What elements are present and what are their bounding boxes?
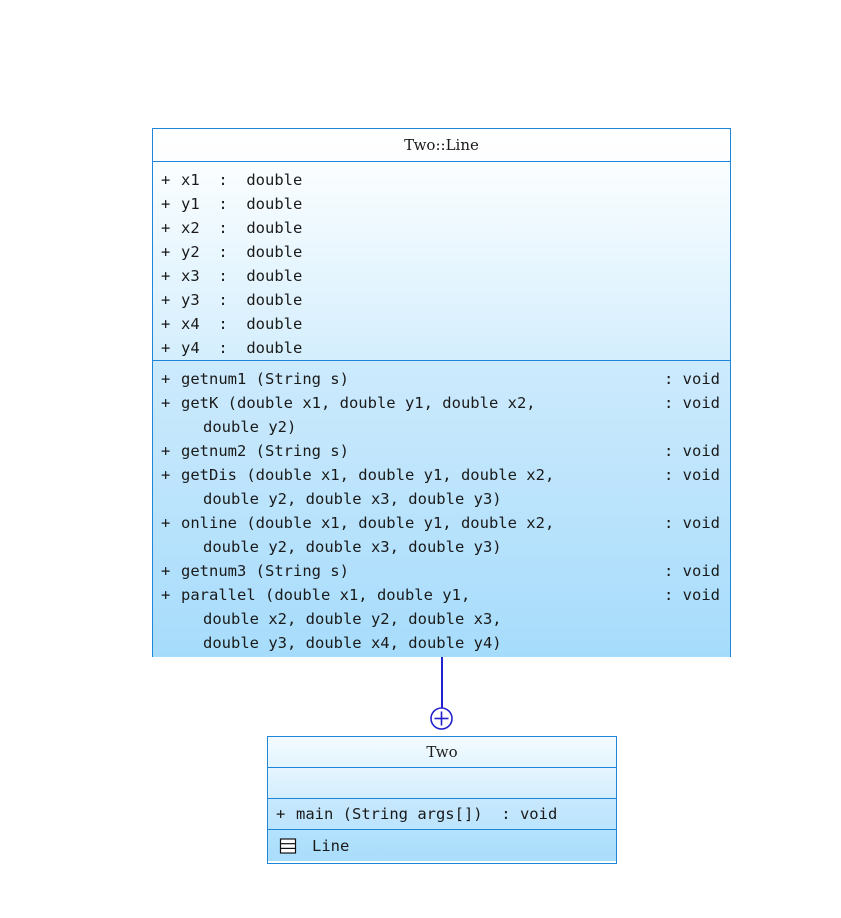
method-signature-continuation: double x2, double y2, double x3,	[203, 610, 502, 628]
method-signature-continuation: double y2)	[203, 418, 297, 436]
method-signature-continuation: double y3, double x4, double y4)	[203, 634, 502, 652]
method-row[interactable]: + parallel (double x1, double y1,double x…	[153, 583, 730, 655]
method-return-type: : void	[664, 442, 720, 460]
class-box-line[interactable]: Two::Line +x1 : double+y1 : double+x2 : …	[152, 128, 731, 657]
attribute-row[interactable]: + x4 : double	[153, 312, 730, 336]
containment-connector-line	[441, 657, 443, 710]
visibility-marker: +	[161, 291, 171, 309]
visibility-marker: +	[161, 514, 171, 532]
visibility-marker: +	[161, 339, 171, 357]
method-row[interactable]: + getnum1 (String s) : void	[153, 367, 730, 391]
attribute-signature: x3 : double	[181, 267, 303, 285]
nested-classes-compartment-two[interactable]: Line	[268, 829, 616, 861]
method-signature-continuation: double y2, double x3, double y3)	[203, 538, 502, 556]
method-signature: main (String args[]) : void	[296, 805, 558, 823]
visibility-marker: +	[161, 267, 171, 285]
attribute-signature: y1 : double	[181, 195, 303, 213]
attribute-row[interactable]: + x2 : double	[153, 216, 730, 240]
visibility-marker: +	[161, 315, 171, 333]
method-return-type: : void	[664, 562, 720, 580]
attribute-row[interactable]: + x1 : double	[153, 168, 730, 192]
visibility-marker: +	[161, 586, 171, 604]
methods-compartment-line: + getnum1 (String s) : void + getK (double x…	[153, 360, 730, 657]
class-title-line: Two::Line	[153, 129, 730, 162]
attribute-signature: y2 : double	[181, 243, 303, 261]
method-signature: getK (double x1, double y1, double x2,do…	[181, 391, 656, 439]
class-box-two[interactable]: Two + main (String args[]) : void Line	[267, 736, 617, 864]
attribute-signature: x2 : double	[181, 219, 303, 237]
method-return-type: : void	[664, 394, 720, 412]
containment-plus-circle-icon	[430, 707, 453, 730]
method-signature-continuation: double y2, double x3, double y3)	[203, 490, 502, 508]
method-return-type: : void	[664, 514, 720, 532]
visibility-marker: +	[161, 394, 171, 412]
method-row[interactable]: + getnum3 (String s) : void	[153, 559, 730, 583]
method-row[interactable]: + getDis (double x1, double y1, double x2…	[153, 463, 730, 511]
method-return-type: : void	[664, 586, 720, 604]
visibility-marker: +	[161, 219, 171, 237]
methods-compartment-two: + main (String args[]) : void	[268, 798, 616, 829]
attributes-compartment-two	[268, 768, 616, 798]
visibility-marker: +	[161, 562, 171, 580]
method-signature: parallel (double x1, double y1,double x2…	[181, 583, 656, 655]
method-signature: online (double x1, double y1, double x2,…	[181, 511, 656, 559]
nested-class-label-line: Line	[312, 836, 350, 855]
method-return-type: : void	[664, 466, 720, 484]
method-return-type: : void	[664, 370, 720, 388]
visibility-marker: +	[161, 442, 171, 460]
method-row[interactable]: + getnum2 (String s) : void	[153, 439, 730, 463]
method-signature: getnum3 (String s)	[181, 562, 349, 580]
class-title-two: Two	[268, 737, 616, 768]
attribute-row[interactable]: + y1 : double	[153, 192, 730, 216]
attribute-row[interactable]: + y3 : double	[153, 288, 730, 312]
method-row[interactable]: + getK (double x1, double y1, double x2,d…	[153, 391, 730, 439]
visibility-marker: +	[161, 195, 171, 213]
method-row[interactable]: + main (String args[]) : void	[268, 802, 616, 826]
visibility-marker: +	[161, 466, 171, 484]
visibility-marker: +	[276, 805, 286, 823]
attributes-compartment-line: + x1 : double + y1 : double + x2 : double + y2 …	[153, 162, 730, 360]
visibility-marker: +	[161, 370, 171, 388]
attribute-row[interactable]: + x3 : double	[153, 264, 730, 288]
method-row[interactable]: + online (double x1, double y1, double x2…	[153, 511, 730, 559]
visibility-marker: +	[161, 171, 171, 189]
attribute-row[interactable]: + y4 : double	[153, 336, 730, 360]
class-icon	[279, 837, 297, 854]
attribute-signature: x1 : double	[181, 171, 303, 189]
attribute-signature: y4 : double	[181, 339, 303, 357]
method-signature: getnum1 (String s)	[181, 370, 349, 388]
visibility-marker: +	[161, 243, 171, 261]
method-signature: getnum2 (String s)	[181, 442, 349, 460]
attribute-signature: x4 : double	[181, 315, 303, 333]
attribute-signature: y3 : double	[181, 291, 303, 309]
method-signature: getDis (double x1, double y1, double x2,…	[181, 463, 656, 511]
attribute-row[interactable]: + y2 : double	[153, 240, 730, 264]
